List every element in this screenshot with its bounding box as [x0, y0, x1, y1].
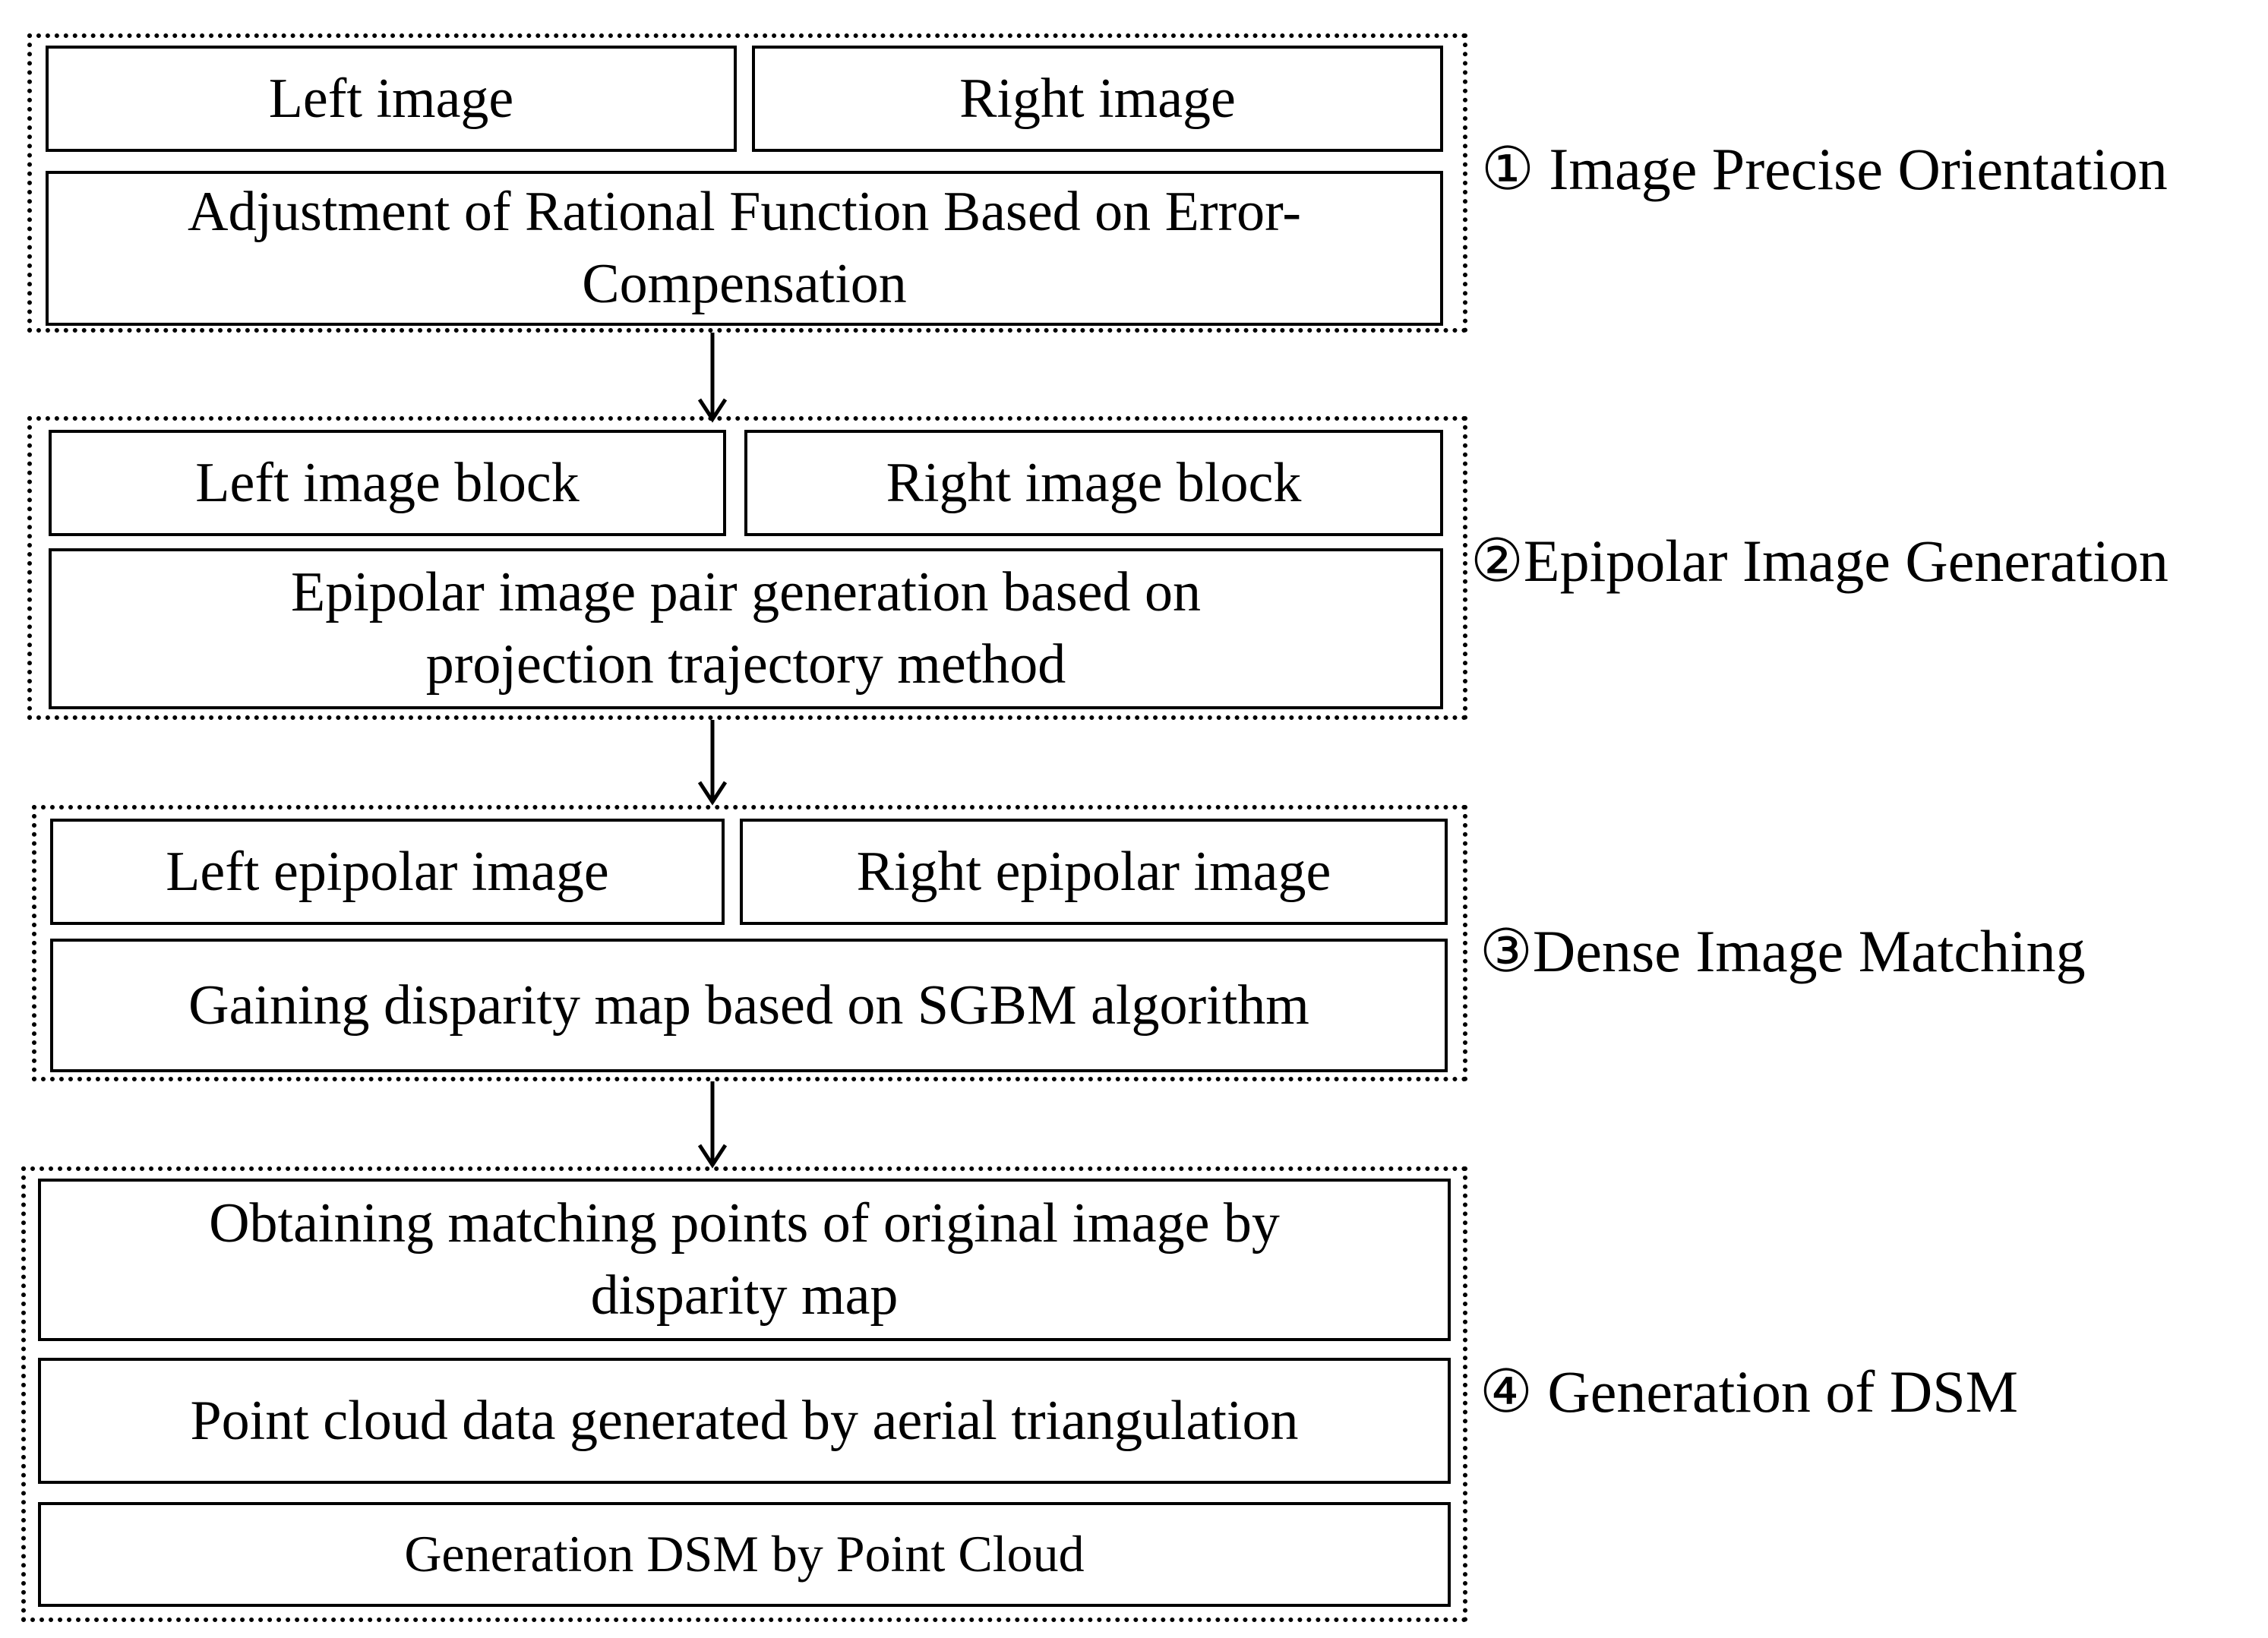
step-3-label: ③Dense Image Matching — [1480, 918, 2086, 984]
sgbm-disparity-box: Gaining disparity map based on SGBM algo… — [50, 939, 1448, 1072]
matching-points-box: Obtaining matching points of original im… — [38, 1179, 1451, 1341]
rational-function-adjustment-box: Adjustment of Rational Function Based on… — [46, 171, 1443, 326]
arrow-down-3 — [697, 1081, 728, 1169]
dsm-generation-box: Generation DSM by Point Cloud — [38, 1502, 1451, 1607]
stage-3-group — [32, 805, 1467, 1081]
right-image-box: Right image — [752, 46, 1443, 152]
right-epipolar-image-box: Right epipolar image — [740, 819, 1448, 925]
step-2-label: ②Epipolar Image Generation — [1470, 528, 2168, 594]
arrow-down-2 — [697, 720, 728, 806]
point-cloud-box: Point cloud data generated by aerial tri… — [38, 1358, 1451, 1484]
left-image-block-box: Left image block — [49, 430, 726, 536]
stage-2-group — [27, 416, 1467, 720]
left-image-box: Left image — [46, 46, 737, 152]
step-1-label: ① Image Precise Orientation — [1481, 136, 2168, 202]
right-image-block-box: Right image block — [744, 430, 1443, 536]
stage-1-group — [27, 33, 1467, 333]
arrow-down-1 — [697, 333, 728, 424]
epipolar-pair-generation-box: Epipolar image pair generation based on … — [49, 548, 1443, 709]
stage-4-group — [21, 1166, 1467, 1622]
left-epipolar-image-box: Left epipolar image — [50, 819, 725, 925]
step-4-label: ④ Generation of DSM — [1480, 1359, 2018, 1425]
